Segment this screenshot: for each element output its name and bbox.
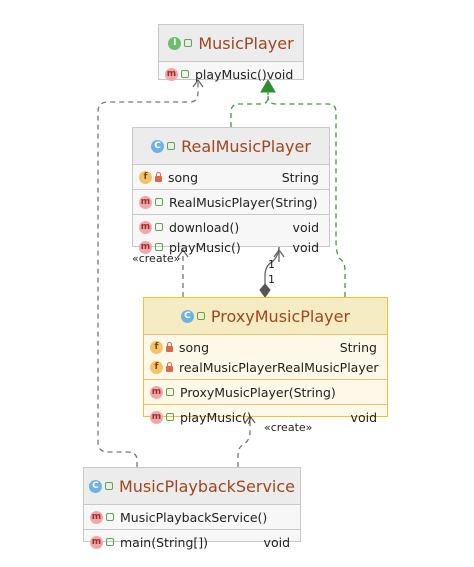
create-label-proxy: «create» <box>264 421 313 434</box>
method-name: playMusic() <box>180 409 252 425</box>
class-musicplaybackservice[interactable]: C MusicPlaybackService m MusicPlaybackSe… <box>83 467 301 550</box>
constructor-row[interactable]: m ProxyMusicPlayer(String) <box>144 382 387 402</box>
method-type: void <box>266 66 294 82</box>
interface-icon: I <box>168 36 182 50</box>
method-row[interactable]: m playMusic() void <box>144 407 387 427</box>
constructor-name: ProxyMusicPlayer(String) <box>180 384 336 400</box>
field-type: RealMusicPlayer <box>277 359 379 375</box>
field-type: String <box>281 169 319 185</box>
class-title: RealMusicPlayer <box>181 136 311 156</box>
class-header: C MusicPlaybackService <box>84 468 300 505</box>
private-lock-icon <box>155 171 162 182</box>
class-icon: C <box>151 139 165 153</box>
edge-proxy-creates-real-arrow <box>177 248 189 258</box>
method-row[interactable]: m playMusic() void <box>159 64 303 84</box>
constructors-section: m RealMusicPlayer(String) <box>133 190 329 215</box>
method-row[interactable]: m playMusic() void <box>133 237 329 257</box>
public-visibility-icon <box>196 312 205 320</box>
method-icon: m <box>165 67 178 81</box>
constructors-section: m ProxyMusicPlayer(String) <box>144 380 387 405</box>
edge-service-to-musicplayer-arrow <box>192 78 204 88</box>
class-title: MusicPlayer <box>198 33 294 53</box>
multiplicity-bottom: 1 <box>268 273 275 286</box>
class-icon: C <box>88 479 102 493</box>
field-row[interactable]: f song String <box>144 337 387 357</box>
public-visibility-icon <box>104 482 113 490</box>
edge-service-creates-proxy <box>237 418 251 467</box>
multiplicity-top: 1 <box>268 258 275 271</box>
edge-proxymusicplayer-realizes-musicplayer <box>267 95 346 297</box>
public-visibility-icon <box>166 388 174 396</box>
methods-section: m download() void m playMusic() void <box>133 215 329 259</box>
realization-arrowhead <box>260 79 276 93</box>
public-visibility-icon <box>166 413 174 421</box>
constructor-name: MusicPlaybackService() <box>120 509 268 525</box>
public-visibility-icon <box>155 198 163 206</box>
class-musicplayer[interactable]: I MusicPlayer m playMusic() void <box>158 24 304 82</box>
constructor-row[interactable]: m RealMusicPlayer(String) <box>133 192 329 212</box>
create-label-real: «create» <box>132 252 181 265</box>
class-realmusicplayer[interactable]: C RealMusicPlayer f song String m RealMu… <box>132 127 330 255</box>
method-icon: m <box>150 385 163 399</box>
method-icon: m <box>139 240 152 254</box>
private-lock-icon <box>166 361 173 372</box>
field-row[interactable]: f realMusicPlayer RealMusicPlayer <box>144 357 387 377</box>
method-type: void <box>263 534 290 550</box>
edge-composition-arrow <box>273 248 285 258</box>
public-visibility-icon <box>184 39 193 47</box>
class-proxymusicplayer[interactable]: C ProxyMusicPlayer f song String f realM… <box>143 297 388 425</box>
field-icon: f <box>150 360 163 374</box>
class-title: MusicPlaybackService <box>118 476 296 496</box>
fields-section: f song String <box>133 165 329 190</box>
edge-realmusicplayer-realizes-musicplayer <box>230 88 269 127</box>
method-type: void <box>292 219 319 235</box>
method-name: download() <box>169 219 240 235</box>
method-name: playMusic() <box>195 66 267 82</box>
field-icon: f <box>150 340 163 354</box>
edge-service-to-musicplayer <box>97 82 199 467</box>
method-type: void <box>292 239 319 255</box>
fields-section: f song String f realMusicPlayer RealMusi… <box>144 335 387 380</box>
public-visibility-icon <box>181 70 189 78</box>
field-type: String <box>339 339 377 355</box>
method-icon: m <box>150 410 163 424</box>
class-title: ProxyMusicPlayer <box>210 306 351 326</box>
method-type: void <box>350 409 377 425</box>
public-visibility-icon <box>106 538 114 546</box>
method-row[interactable]: m download() void <box>133 217 329 237</box>
class-header: I MusicPlayer <box>159 25 303 62</box>
public-visibility-icon <box>167 142 176 150</box>
class-icon: C <box>180 309 194 323</box>
constructors-section: m MusicPlaybackService() <box>84 505 300 530</box>
field-name: song <box>168 169 199 185</box>
public-visibility-icon <box>106 513 114 521</box>
method-name: main(String[]) <box>120 534 209 550</box>
methods-section: m playMusic() void <box>144 405 387 429</box>
field-name: realMusicPlayer <box>179 359 278 375</box>
private-lock-icon <box>166 341 173 352</box>
constructor-row[interactable]: m MusicPlaybackService() <box>84 507 300 527</box>
field-row[interactable]: f song String <box>133 167 329 187</box>
method-icon: m <box>139 195 152 209</box>
method-name: playMusic() <box>169 239 241 255</box>
public-visibility-icon <box>155 223 163 231</box>
methods-section: m playMusic() void <box>159 62 303 86</box>
field-icon: f <box>139 170 152 184</box>
class-header: C ProxyMusicPlayer <box>144 298 387 335</box>
public-visibility-icon <box>155 243 163 251</box>
constructor-name: RealMusicPlayer(String) <box>169 194 318 210</box>
methods-section: m main(String[]) void <box>84 530 300 554</box>
method-icon: m <box>139 220 152 234</box>
class-header: C RealMusicPlayer <box>133 128 329 165</box>
method-row[interactable]: m main(String[]) void <box>84 532 300 552</box>
method-icon: m <box>90 535 103 549</box>
method-icon: m <box>90 510 103 524</box>
field-name: song <box>179 339 210 355</box>
